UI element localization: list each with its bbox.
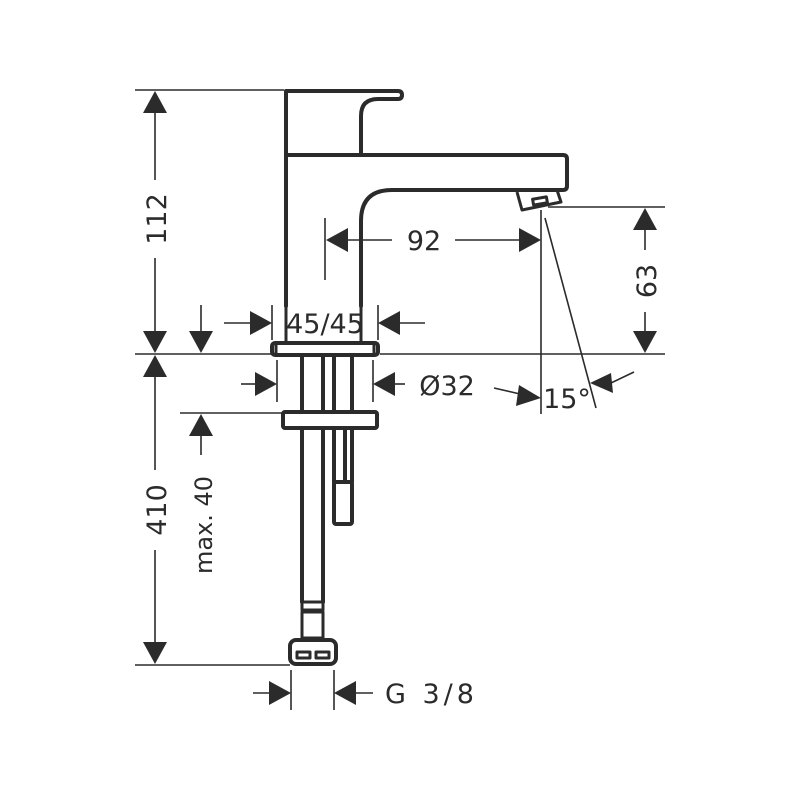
- aerator: [515, 189, 563, 212]
- arrow-right-icon: [250, 311, 272, 335]
- arrow-up-icon: [189, 414, 213, 436]
- base-flange: [270, 341, 380, 357]
- arrow-left-icon: [326, 228, 348, 252]
- connector-ring: [300, 600, 325, 612]
- nut-slot-left: [295, 650, 312, 660]
- dim-label-outlet-height: 63: [632, 264, 663, 298]
- spout: [284, 153, 569, 308]
- arrow-right-icon: [516, 385, 541, 406]
- arrow-right-icon: [255, 372, 277, 396]
- dim-label-height: 112: [142, 193, 173, 245]
- angle-leader-left: [493, 387, 521, 395]
- aerator-outlet: [531, 195, 549, 207]
- arrow-left-icon: [378, 311, 400, 335]
- arrow-down-icon: [633, 331, 657, 353]
- faucet-body: [270, 89, 569, 666]
- arrow-right-icon: [519, 228, 541, 252]
- rod-end: [332, 480, 354, 526]
- dim-label-projection: 92: [407, 226, 441, 257]
- connector-nut: [288, 638, 338, 666]
- dimension-lines: 112 410 max. 40 45/45 Ø32: [135, 89, 665, 710]
- nut-slot-right: [314, 650, 331, 660]
- arrow-up-icon: [633, 208, 657, 230]
- angle-leader-right: [610, 371, 635, 384]
- arrow-left-icon: [334, 681, 356, 705]
- dim-label-spray-angle: 15°: [543, 384, 591, 415]
- spray-angle-line: [544, 217, 597, 409]
- dim-label-connection-thread: G 3/8: [385, 679, 478, 710]
- arrow-left-icon: [590, 373, 613, 393]
- mounting-plate: [281, 410, 379, 430]
- dim-label-hose-length: 410: [142, 484, 173, 536]
- connector-body: [300, 610, 325, 640]
- lever-handle: [284, 89, 404, 157]
- arrow-up-icon: [143, 355, 167, 377]
- arrow-down-icon: [143, 331, 167, 353]
- arrow-left-icon: [373, 372, 395, 396]
- dim-label-deck-thickness: max. 40: [190, 476, 218, 574]
- dim-label-body-width: 45/45: [286, 309, 364, 340]
- arrow-down-icon: [189, 331, 213, 353]
- arrow-up-icon: [143, 91, 167, 113]
- arrow-down-icon: [143, 642, 167, 664]
- arrow-right-icon: [269, 681, 291, 705]
- dim-label-hole-diameter: Ø32: [419, 371, 475, 402]
